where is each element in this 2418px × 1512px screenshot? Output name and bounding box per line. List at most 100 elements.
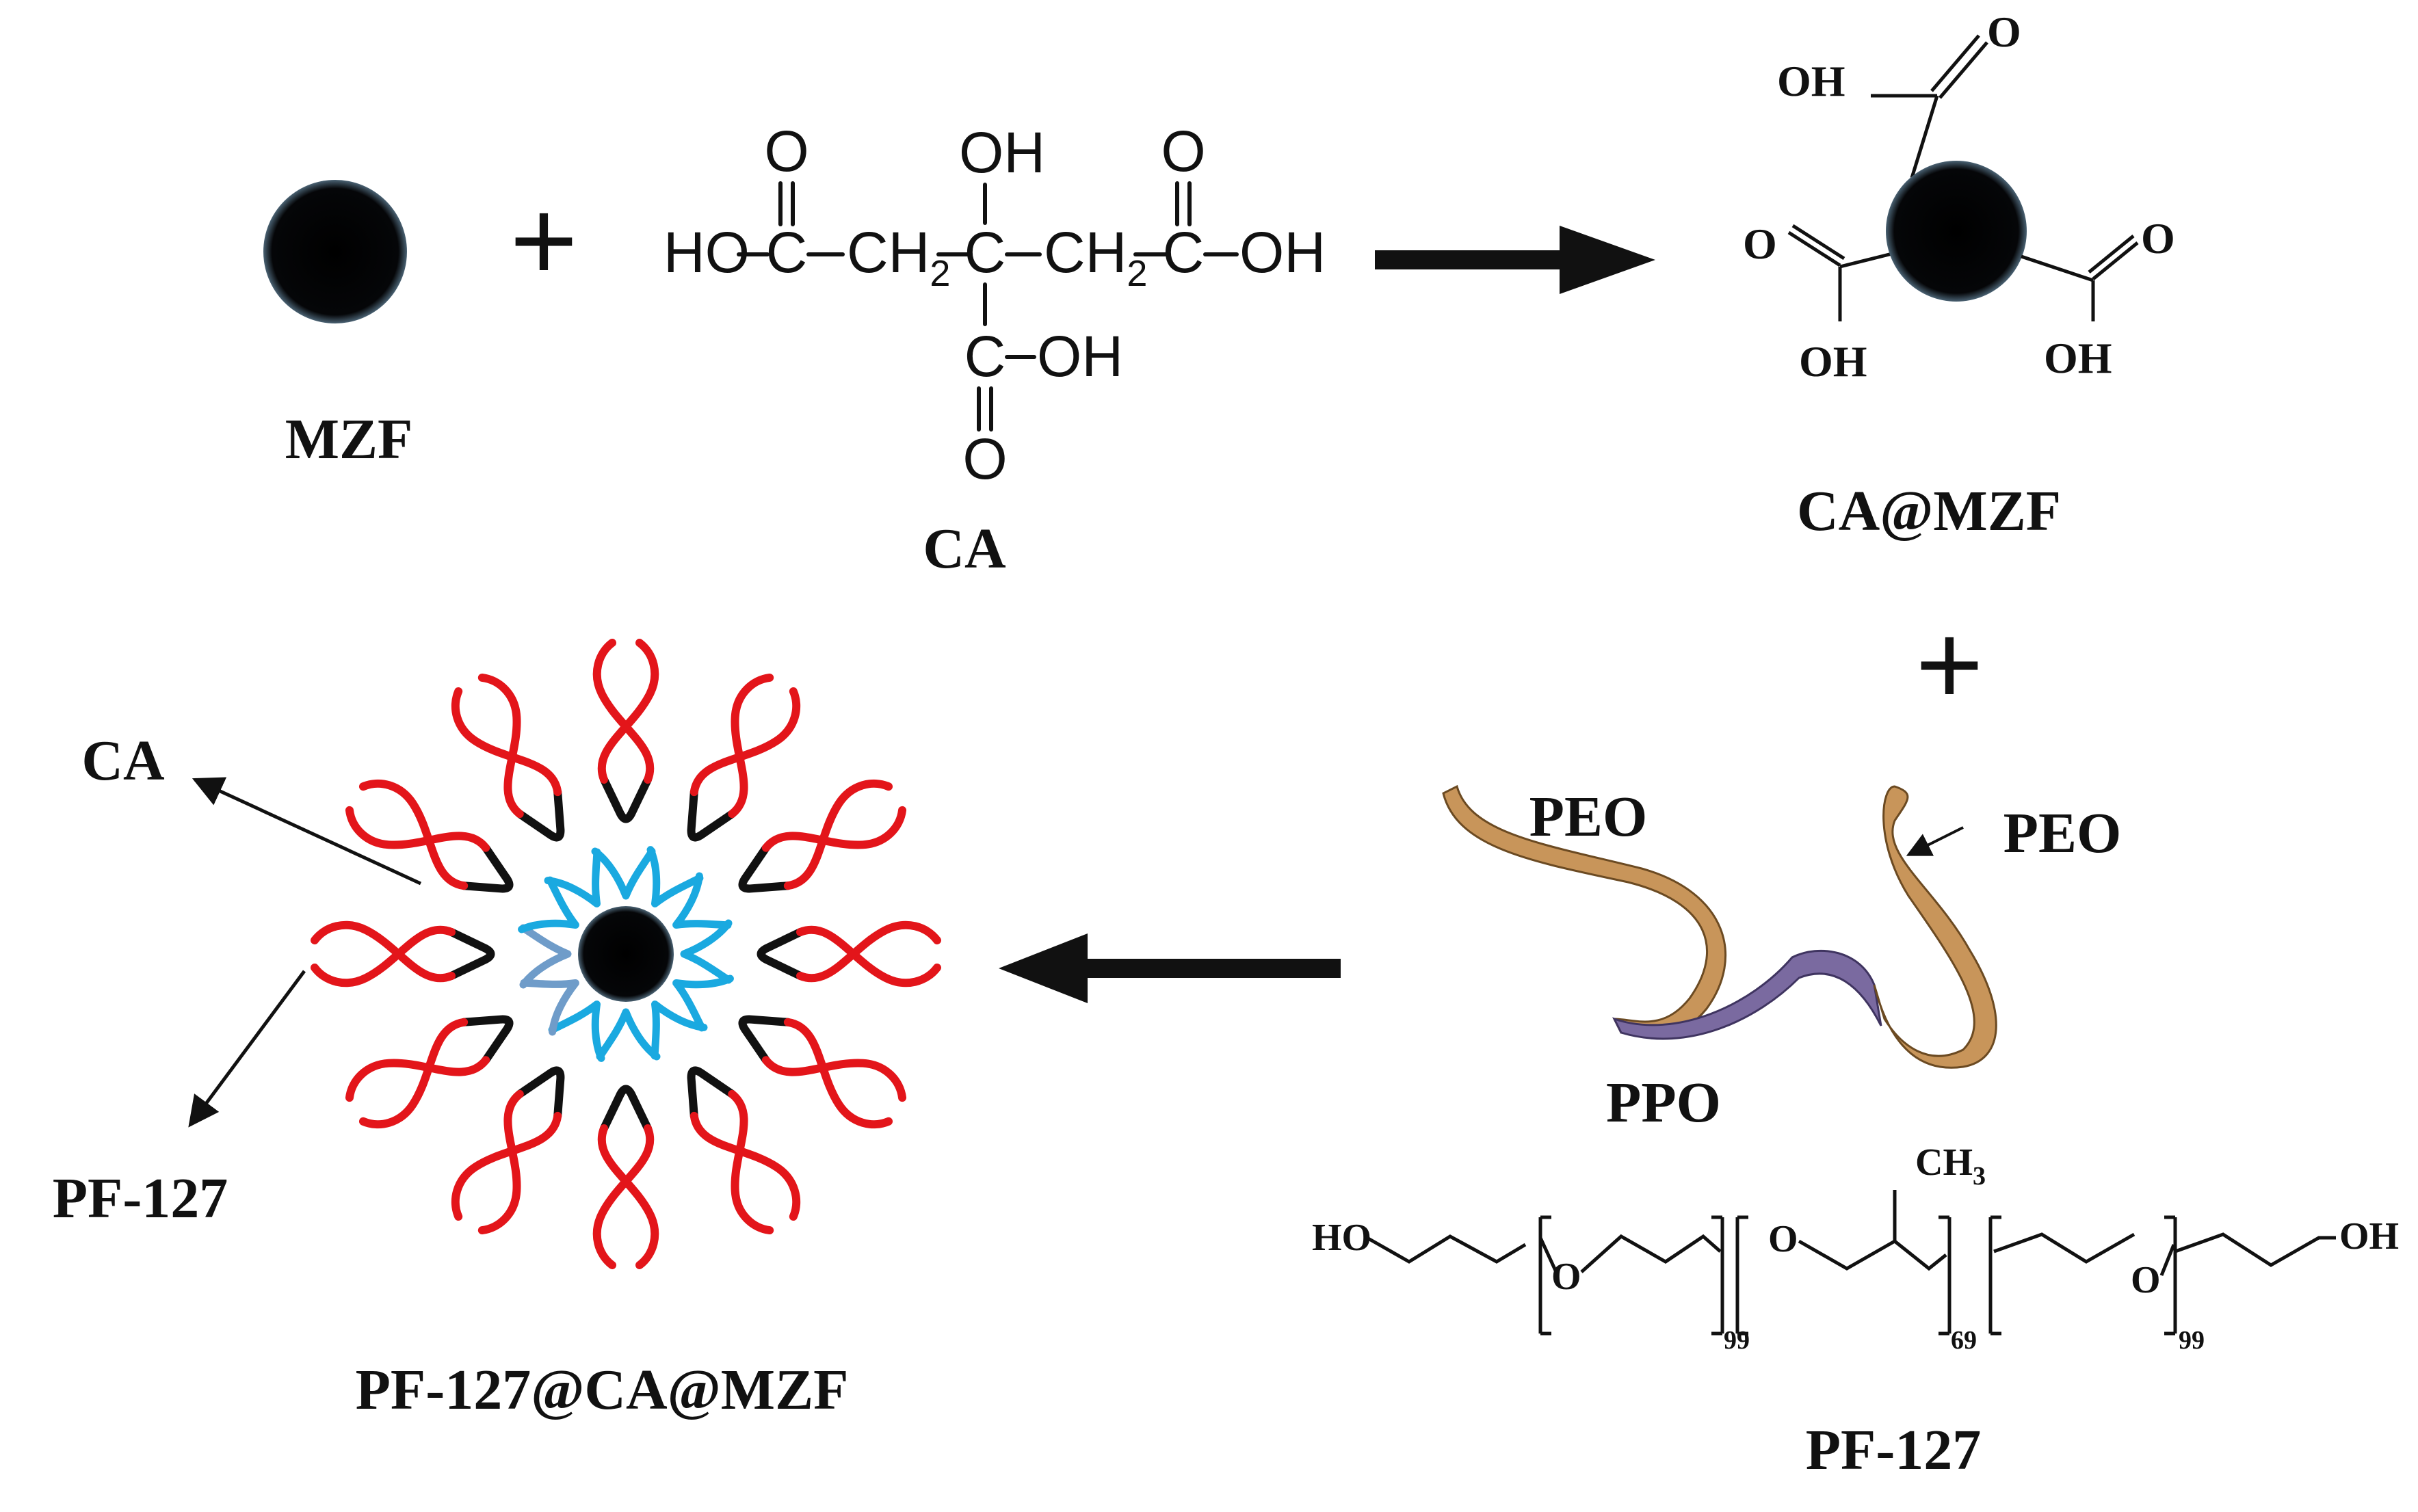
peo-chain	[311, 920, 456, 983]
svg-text:O: O	[962, 427, 1007, 491]
peo-chain	[358, 779, 469, 890]
peo-chain	[783, 1018, 893, 1129]
micelle-arm	[672, 779, 907, 929]
svg-text:OH: OH	[2044, 334, 2112, 382]
ca-mzf-particle-group: O OH O OH O OH	[1743, 8, 2175, 386]
peo-chain	[761, 806, 907, 852]
ppo-segment	[600, 1085, 652, 1132]
citric-acid-structure: HO C O CH2 C OH CH2 C O OH C OH O	[663, 119, 1326, 491]
peo-label-right: PEO	[2003, 801, 2122, 865]
pf127-ca-mzf-label: PF-127@CA@MZF	[356, 1358, 849, 1422]
mzf-nanoparticle	[263, 180, 407, 323]
peo-chain	[311, 925, 456, 987]
micelle-arm	[651, 1000, 801, 1235]
ca-ligand	[591, 847, 656, 900]
svg-text:HO: HO	[663, 220, 750, 284]
peo-chain	[796, 920, 941, 983]
reaction-arrow-right	[1375, 226, 1655, 294]
micelle-arm	[451, 1000, 605, 1235]
pf127-structural-formula: HO O 99 O CH3 69 O 99 OH	[1312, 1141, 2399, 1355]
svg-text:O: O	[1743, 220, 1777, 268]
svg-text:C: C	[964, 220, 1006, 284]
peo-chain	[783, 779, 893, 890]
svg-text:69: 69	[1951, 1326, 1977, 1355]
svg-text:OH: OH	[959, 120, 1045, 185]
peo-chain	[728, 673, 774, 819]
peo-chain	[796, 925, 941, 987]
peo-chain	[689, 1111, 801, 1221]
micelle-arm	[451, 673, 601, 907]
svg-text:CH3: CH3	[1915, 1141, 1986, 1191]
peo-chain	[345, 806, 490, 852]
micelle-arm	[680, 919, 941, 987]
svg-text:99: 99	[2179, 1326, 2205, 1355]
mzf-core	[578, 906, 674, 1002]
mzf-label: MZF	[285, 408, 413, 471]
pf127-pointer-arrow	[188, 970, 306, 1128]
ppo-segment	[460, 843, 514, 893]
peo-chain	[451, 1111, 562, 1221]
svg-text:C: C	[1163, 220, 1205, 284]
svg-text:C: C	[964, 324, 1006, 388]
svg-text:O: O	[2131, 1259, 2161, 1301]
micelle-arm	[311, 920, 572, 989]
ppo-segment	[738, 843, 792, 893]
micelle-arm	[592, 1008, 661, 1269]
svg-text:OH: OH	[1239, 220, 1326, 284]
peo-chain	[477, 1089, 524, 1235]
peo-chain	[728, 1089, 774, 1235]
peo-chain	[597, 639, 659, 784]
svg-text:OH: OH	[2339, 1215, 2399, 1258]
peo-chain	[761, 1056, 907, 1102]
peo-chain	[345, 1056, 490, 1102]
micelle-arm	[672, 974, 907, 1129]
svg-text:OH: OH	[1777, 57, 1845, 105]
ppo-segment	[687, 788, 737, 842]
ppo-segment	[447, 928, 495, 980]
ca-ligand	[596, 1008, 661, 1061]
svg-text:O: O	[1161, 119, 1205, 183]
svg-text:O: O	[2141, 214, 2175, 263]
ppo-segment	[460, 1015, 514, 1065]
svg-text:O: O	[1987, 8, 2021, 56]
micelle-arm	[345, 979, 579, 1129]
svg-text:HO: HO	[1312, 1217, 1371, 1259]
ppo-label: PPO	[1606, 1071, 1721, 1135]
ppo-segment	[687, 1066, 737, 1120]
svg-text:O: O	[1551, 1256, 1581, 1298]
peo-chain	[592, 639, 655, 784]
pf127-ribbon-model	[1442, 784, 1997, 1069]
svg-text:OH: OH	[1037, 324, 1123, 388]
pf127-pointer-label: PF-127	[53, 1167, 228, 1230]
peo-chain	[358, 1018, 469, 1129]
svg-text:CH2: CH2	[1044, 220, 1147, 294]
peo-chain	[597, 1124, 659, 1269]
peo-chain	[477, 673, 524, 819]
svg-text:O: O	[1768, 1218, 1798, 1260]
svg-text:OH: OH	[1799, 337, 1867, 386]
peo-label-left: PEO	[1529, 785, 1648, 849]
ca-ligand	[544, 848, 601, 907]
reaction-arrow-left	[999, 933, 1341, 1003]
plus-sign-top: +	[510, 176, 577, 306]
peo-chain	[592, 1124, 655, 1269]
ca-pointer-label: CA	[81, 729, 165, 793]
svg-text:O: O	[764, 119, 809, 183]
ca-ligand	[680, 919, 733, 984]
ppo-segment	[600, 775, 652, 823]
ca-label: CA	[923, 517, 1006, 581]
ca-ligand	[519, 924, 572, 989]
pf127-ca-mzf-micelle	[311, 639, 941, 1269]
micelle-arm	[646, 673, 801, 907]
plus-sign-right: +	[1915, 600, 1983, 730]
peo-chain	[451, 687, 562, 797]
ppo-segment	[515, 788, 565, 842]
ppo-segment	[738, 1015, 792, 1065]
ppo-segment	[757, 928, 804, 980]
peo-pointer-line	[1906, 826, 1964, 856]
micelle-arm	[591, 639, 659, 900]
micelle-arm	[345, 779, 579, 933]
peo-chain	[689, 687, 801, 797]
ca-pointer-arrow	[192, 777, 422, 886]
ppo-segment	[515, 1066, 565, 1120]
